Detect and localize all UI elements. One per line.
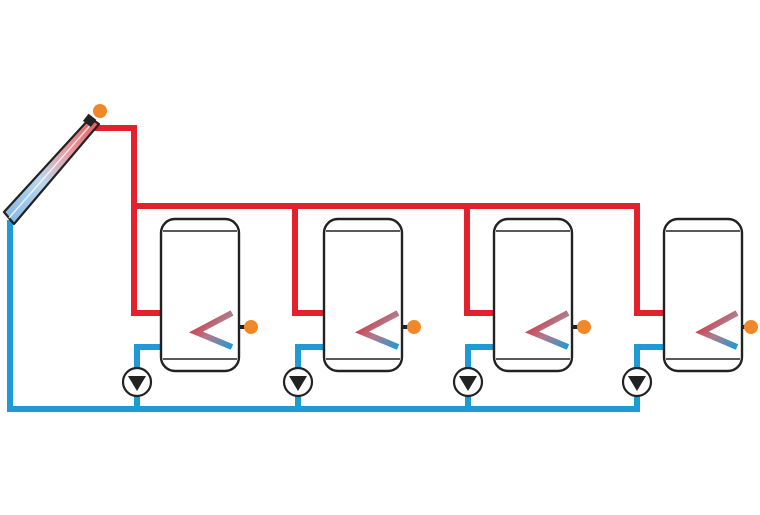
pump-icon: [282, 366, 314, 398]
temperature-sensor-icon: [407, 320, 421, 334]
cold-main-line: [7, 220, 640, 412]
storage-tank-icon: [322, 217, 421, 373]
temperature-sensor-icon: [244, 320, 258, 334]
storage-tank-icon: [492, 217, 591, 373]
temperature-sensor-icon: [744, 320, 758, 334]
storage-tank-icon: [159, 217, 258, 373]
collector-temperature-sensor-icon: [93, 104, 107, 118]
storage-tank-icon: [662, 217, 758, 373]
pump-icon: [621, 366, 653, 398]
collector-sensor-mount: [82, 113, 97, 128]
coil-heat-exchanger-icon: [188, 310, 234, 350]
pump-icon: [452, 366, 484, 398]
pump-icon: [121, 366, 153, 398]
coil-heat-exchanger-icon: [524, 310, 570, 350]
solar-collector-icon: [2, 104, 107, 226]
coil-heat-exchanger-icon: [354, 310, 400, 350]
coil-heat-exchanger-icon: [695, 310, 739, 350]
hot-collector-outlet: [94, 125, 640, 209]
temperature-sensor-icon: [577, 320, 591, 334]
